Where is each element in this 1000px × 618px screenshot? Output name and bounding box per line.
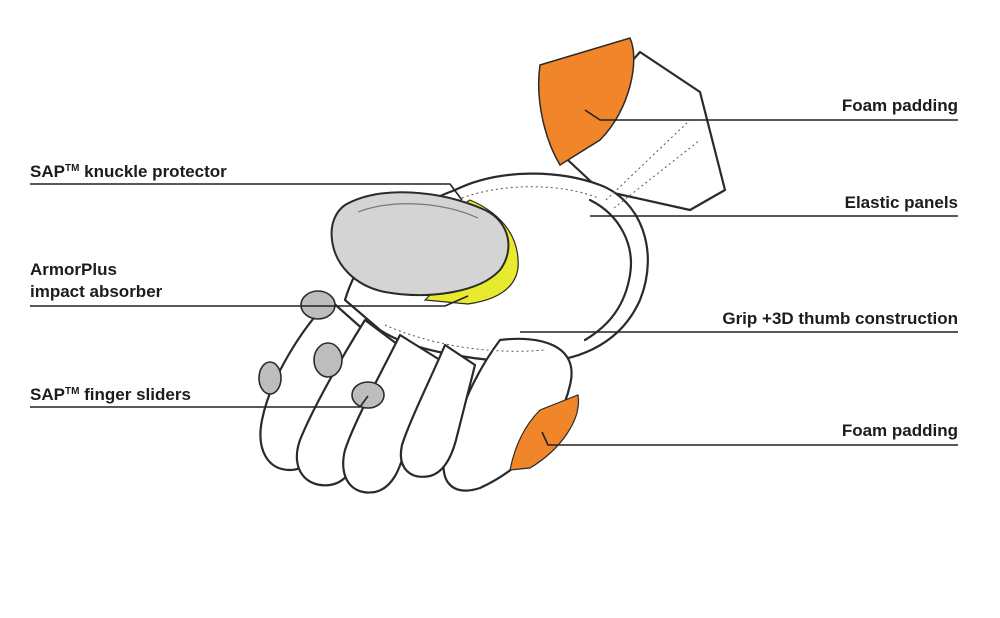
leader-foam-bottom bbox=[541, 431, 958, 446]
label-foam-padding-bottom: Foam padding bbox=[841, 421, 958, 440]
leader-armor bbox=[30, 295, 469, 307]
label-finger-sliders: SAPTM finger sliders bbox=[30, 385, 191, 404]
label-grip-thumb: Grip +3D thumb construction bbox=[722, 309, 958, 328]
label-knuckle-protector: SAPTM knuckle protector bbox=[30, 162, 227, 181]
label-elastic-panels: Elastic panels bbox=[844, 193, 958, 212]
foam-padding-bottom bbox=[509, 394, 580, 471]
elastic-panel-outline bbox=[583, 198, 633, 342]
leader-knuckle bbox=[30, 183, 463, 201]
glove-finger-pinky bbox=[399, 343, 477, 478]
foam-padding-top bbox=[537, 37, 635, 167]
finger-slider-4 bbox=[351, 381, 385, 409]
finger-slider-3 bbox=[258, 361, 282, 395]
finger-slider-1 bbox=[300, 290, 336, 320]
leader-finger bbox=[30, 395, 369, 408]
leader-foam-top bbox=[584, 109, 958, 121]
finger-slider-2 bbox=[313, 342, 343, 378]
knuckle-protector bbox=[330, 191, 510, 297]
label-armorplus: ArmorPlus impact absorber bbox=[30, 259, 162, 303]
label-armorplus-line2: impact absorber bbox=[30, 282, 163, 301]
knuckle-ridge bbox=[357, 203, 479, 219]
label-foam-padding-top: Foam padding bbox=[841, 96, 958, 115]
label-armorplus-line1: ArmorPlus bbox=[30, 260, 117, 279]
